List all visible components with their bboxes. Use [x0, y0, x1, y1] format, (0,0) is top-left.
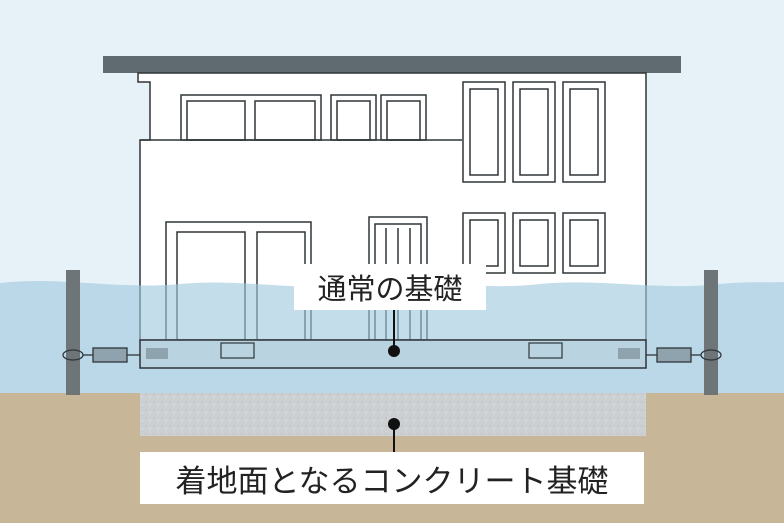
foundation-vent-2	[528, 342, 563, 359]
normal-foundation-dot	[388, 345, 400, 357]
lower-right-windows	[462, 212, 606, 274]
foundation-vent-left	[146, 348, 168, 359]
left-connector	[62, 347, 140, 363]
left-post	[66, 270, 80, 395]
right-connector	[646, 347, 722, 363]
upper-middle-windows	[330, 94, 427, 141]
foundation-vent-1	[220, 342, 255, 359]
roof	[103, 56, 681, 73]
concrete-foundation-label: 着地面となるコンクリート基礎	[140, 452, 644, 504]
upper-left-window	[180, 94, 322, 141]
upper-right-windows	[462, 81, 606, 183]
normal-foundation-label: 通常の基礎	[294, 264, 486, 310]
concrete-foundation-dot	[388, 418, 400, 430]
foundation-vent-right	[618, 348, 640, 359]
right-post	[704, 270, 718, 395]
